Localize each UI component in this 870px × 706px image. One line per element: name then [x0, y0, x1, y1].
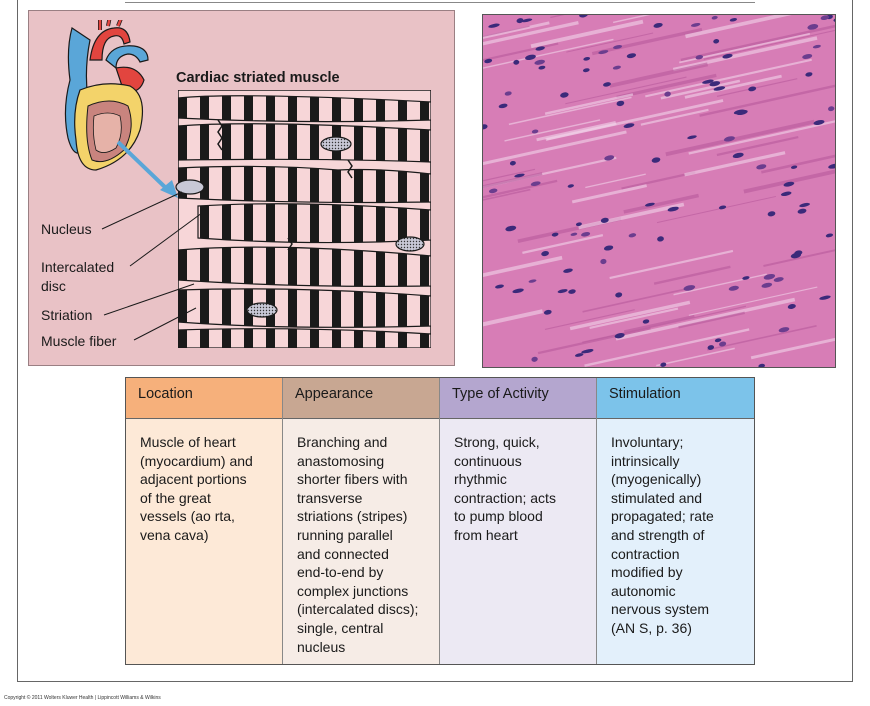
label-intercalated: Intercalated: [41, 259, 115, 275]
header-appearance: Appearance: [283, 378, 439, 419]
label-disc: disc: [41, 278, 66, 294]
label-striation: Striation: [41, 307, 93, 323]
label-muscle-fiber: Muscle fiber: [41, 333, 117, 349]
cell-stimulation: Involuntary;intrinsically(myogenically) …: [611, 434, 714, 636]
page-frame: [17, 0, 853, 682]
column-location: Location Muscle of heart(myocardium) and…: [126, 378, 283, 664]
column-stimulation: Stimulation Involuntary;intrinsically(my…: [597, 378, 754, 664]
label-leader-lines: [101, 191, 207, 341]
figure-title: Cardiac striated muscle: [176, 70, 340, 86]
characteristics-table: Location Muscle of heart(myocardium) and…: [125, 377, 755, 665]
header-type-of-activity: Type of Activity: [440, 378, 596, 419]
heart-illustration: [64, 20, 178, 198]
label-nucleus: Nucleus: [41, 221, 92, 237]
copyright-notice: Copyright © 2011 Wolters Kluwer Health |…: [4, 695, 161, 701]
nucleus-marker: [175, 179, 205, 195]
micrograph-image: [482, 14, 836, 368]
muscle-fiber-drawing: [178, 90, 431, 348]
header-location: Location: [126, 378, 282, 419]
header-stimulation: Stimulation: [597, 378, 754, 419]
top-rule: [125, 2, 755, 3]
column-type-of-activity: Type of Activity Strong, quick,continuou…: [440, 378, 597, 664]
